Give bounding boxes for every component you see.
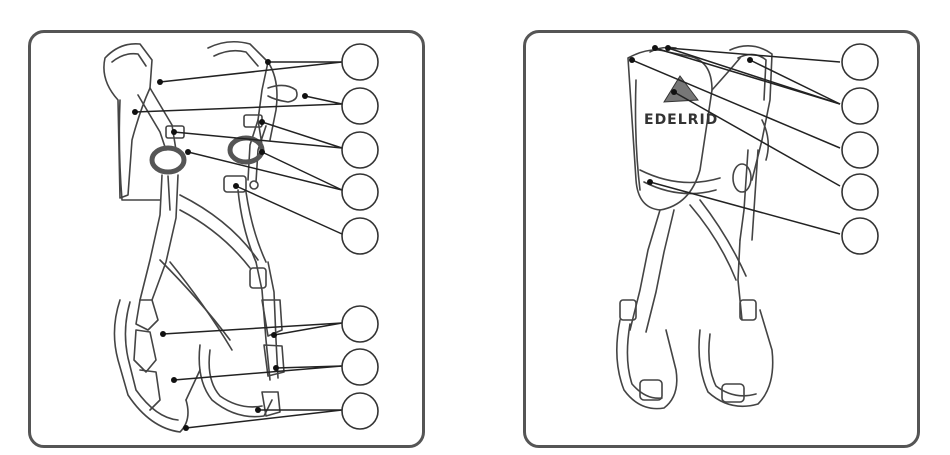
left-callout-circles [342,44,378,429]
right-callout-5 [842,218,878,254]
right-callout-1 [842,44,878,80]
left-harness-illustration [104,42,297,432]
right-callout-3 [842,132,878,168]
left-callout-3 [342,132,378,168]
brand-logo: EDELRID [644,112,718,128]
left-callout-4 [342,174,378,210]
left-callout-8 [342,393,378,429]
right-leader-lines [632,48,840,234]
left-callout-1 [342,44,378,80]
left-callout-2 [342,88,378,124]
right-callout-circles [842,44,878,254]
left-leader-dots [132,59,308,431]
left-leader-lines [135,62,342,428]
label-tag-icon [664,76,698,102]
right-callout-4 [842,174,878,210]
left-callout-7 [342,349,378,385]
left-callout-5 [342,218,378,254]
right-callout-2 [842,88,878,124]
left-callout-6 [342,306,378,342]
